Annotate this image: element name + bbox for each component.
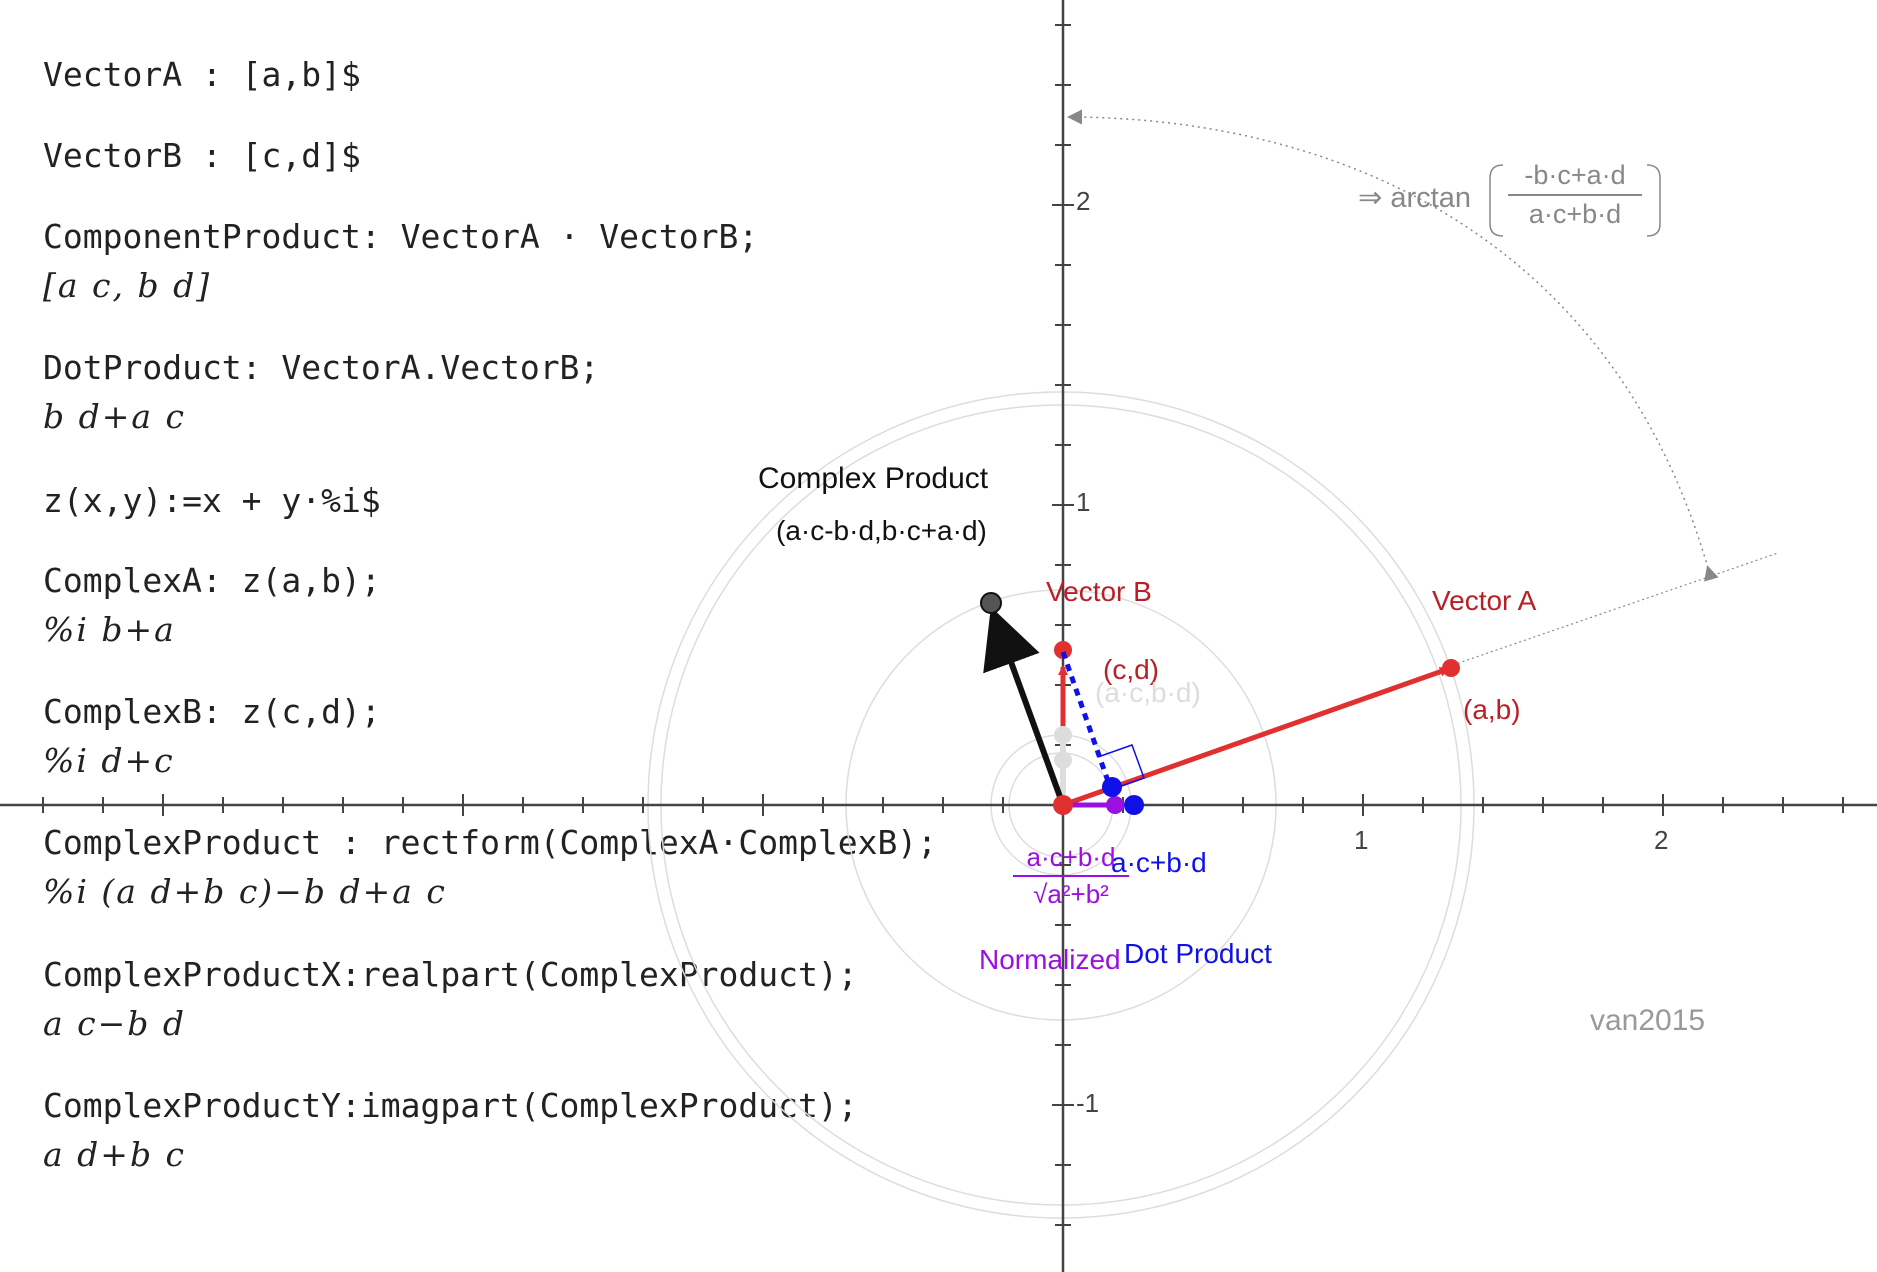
vector-b-point (1054, 641, 1072, 659)
normalized-numerator: a·c+b·d (1026, 842, 1116, 872)
arctan-left-paren (1489, 164, 1504, 237)
code-component-product: ComponentProduct: VectorA · VectorB; (43, 217, 759, 256)
dot-product-label: Dot Product (1124, 938, 1272, 969)
origin-point (1053, 795, 1073, 815)
vector-a-label: Vector A (1432, 585, 1537, 616)
vector-b-coords: (c,d) (1103, 654, 1159, 685)
y-tick-label-minus-1: -1 (1076, 1088, 1100, 1118)
dot-projection-line (1060, 651, 1113, 788)
arctan-numerator: -b·c+a·d (1524, 160, 1626, 190)
arctan-label: ⇒ arctan (1358, 182, 1471, 214)
complex-product-coords: (a·c-b·d,b·c+a·d) (776, 515, 987, 546)
normalized-fraction: a·c+b·d √a²+b² (1013, 842, 1129, 910)
projection-point-b (1054, 751, 1072, 769)
normalized-denominator: √a²+b² (1033, 879, 1109, 909)
y-tick-label-2: 2 (1076, 186, 1091, 216)
code-complex-a: ComplexA: z(a,b); (43, 561, 381, 600)
vector-a-arrow (1062, 666, 1450, 808)
dot-product-value: a·c+b·d (1111, 847, 1207, 878)
y-tick-label-1: 1 (1076, 487, 1091, 517)
code-vector-a: VectorA : [a,b]$ (43, 55, 361, 94)
complex-product-arrow (983, 606, 1066, 807)
complex-product-point (980, 592, 1002, 614)
right-angle-marker (1097, 744, 1145, 791)
axis-ticks (42, 24, 1844, 1226)
vector-a-extension (1452, 552, 1779, 666)
projection-coords: (a·c,b·d) (1095, 677, 1201, 708)
credit-label: van2015 (1590, 1004, 1706, 1037)
arctan-denominator: a·c+b·d (1528, 199, 1622, 229)
vector-a-coords: (a,b) (1463, 694, 1521, 725)
code-complex-product-y: ComplexProductY:imagpart(ComplexProduct)… (43, 1086, 858, 1125)
code-dot-product: DotProduct: VectorA.VectorB; (43, 348, 600, 387)
code-complex-product: ComplexProduct : rectform(ComplexA·Compl… (43, 823, 938, 862)
arctan-fraction: -b·c+a·d a·c+b·d (1508, 160, 1642, 230)
x-tick-label-1: 1 (1354, 825, 1369, 855)
code-complex-product-x: ComplexProductX:realpart(ComplexProduct)… (43, 955, 858, 994)
normalized-fraction-bar (1013, 875, 1129, 877)
result-complex-a: %i b+a (43, 610, 176, 649)
normalized-point (1106, 796, 1124, 814)
code-vector-b: VectorB : [c,d]$ (43, 136, 361, 175)
code-z-definition: z(x,y):=x + y·%i$ (43, 481, 381, 520)
arctan-fraction-bar (1508, 194, 1642, 196)
code-complex-b: ComplexB: z(c,d); (43, 692, 381, 731)
result-complex-product-y: a d+b c (43, 1135, 187, 1174)
vector-b-label: Vector B (1046, 576, 1152, 607)
vector-a-point (1442, 659, 1460, 677)
normalized-label: Normalized (979, 944, 1121, 975)
result-dot-product: b d+a c (43, 397, 187, 436)
result-complex-b: %i d+c (43, 741, 175, 780)
x-tick-label-2: 2 (1654, 825, 1669, 855)
arctan-right-paren (1646, 164, 1661, 237)
result-component-product: [a c, b d] (43, 266, 212, 305)
result-complex-product-x: a c−b d (43, 1004, 187, 1043)
complex-product-title: Complex Product (758, 462, 989, 495)
projection-point-a (1054, 726, 1072, 744)
result-complex-product: %i (a d+b c)−b d+a c (43, 872, 447, 911)
dot-product-point-a (1102, 777, 1122, 797)
dot-product-point-b (1124, 795, 1144, 815)
